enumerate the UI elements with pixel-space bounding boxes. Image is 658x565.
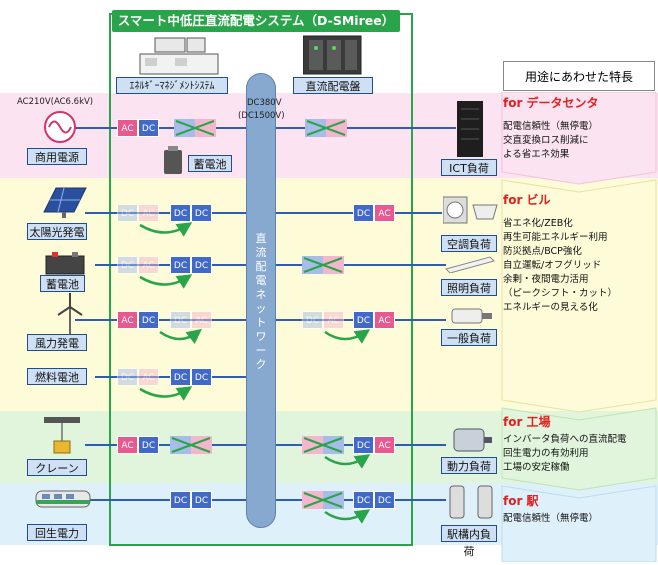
feature-building-head: for ビル <box>503 193 551 207</box>
feature-item: 省エネ化/ZEB化 <box>503 218 573 229</box>
feature-item: （ピークシフト・カット） <box>503 288 618 299</box>
feature-item: エネルギーの見える化 <box>503 302 598 313</box>
crane-icon <box>44 417 80 454</box>
line-row2-left <box>85 212 246 214</box>
feature-station-head: for 駅 <box>503 494 539 508</box>
converter-disabled-row6-3 <box>302 436 344 454</box>
feature-item: 防災拠点/BCP強化 <box>503 246 582 257</box>
converter-disabled-row7-2 <box>302 491 344 509</box>
motor-icon <box>453 428 492 452</box>
feature-item: 交直変換ロス削減に <box>503 135 589 146</box>
ticket-gate-icon <box>449 485 493 519</box>
wind-turbine-icon <box>57 293 83 335</box>
feature-item: 再生可能エネルギー利用 <box>503 232 608 243</box>
line-row1-left <box>75 127 246 129</box>
feature-item: 配電信頼性（無停電） <box>503 121 599 132</box>
security-camera-icon <box>451 308 492 324</box>
lighting-load-label: 照明負荷 <box>441 279 497 296</box>
power-load-label: 動力負荷 <box>441 457 497 474</box>
dc-panel-icon <box>303 35 362 75</box>
train-icon <box>35 490 91 508</box>
dc-panel-label: 直流配電盤 <box>293 77 373 94</box>
ac-voltage-label: AC210V(AC6.6kV) <box>17 97 94 107</box>
feature-factory: for 工場 インバータ負荷への直流配電 回生電力の有効利用 工場の安定稼働 <box>503 415 655 475</box>
dc-bus-label: 直流配電ネットワーク <box>255 232 267 371</box>
battery-icon <box>45 252 85 275</box>
wind-label: 風力発電 <box>27 334 87 351</box>
feature-item: インバータ負荷への直流配電 <box>503 434 627 445</box>
feature-item: 余剰・夜間電力活用 <box>503 274 589 285</box>
feature-station: for 駅 配電信頼性（無停電） <box>503 494 655 526</box>
battery-stack-icon <box>164 146 182 174</box>
feature-item: 自立運転/オフグリッド <box>503 260 602 271</box>
crane-label: クレーン <box>27 459 87 476</box>
feature-building: for ビル 省エネ化/ZEB化 再生可能エネルギー利用 防災拠点/BCP強化 … <box>503 193 655 315</box>
feature-datacenter: for データセンタ 配電信頼性（無停電） 交直変換ロス削減に よる省エネ効果 <box>503 96 655 162</box>
ict-load-label: ICT負荷 <box>441 159 497 176</box>
general-load-label: 一般負荷 <box>441 329 497 346</box>
ems-console-icon <box>139 37 219 75</box>
line-row3-right <box>276 264 446 266</box>
feature-item: 配電信頼性（無停電） <box>503 513 599 524</box>
dc-voltage-label: DC380V <box>247 98 282 108</box>
features-heading: 用途にあわせた特長 <box>503 61 655 91</box>
station-load-label: 駅構内負荷 <box>441 525 497 558</box>
dc-bus <box>246 73 276 528</box>
server-rack-icon <box>457 101 483 157</box>
line-row7-left <box>85 499 246 501</box>
feature-item: 回生電力の有効利用 <box>503 448 589 459</box>
converter-disabled-row6-2 <box>170 436 212 454</box>
air-conditioner-icon <box>443 196 498 224</box>
ceiling-light-icon <box>445 256 495 273</box>
commercial-power-icon <box>44 111 76 143</box>
commercial-power-label: 商用電源 <box>27 148 87 165</box>
system-title: スマート中低圧直流配電システム（D-SMiree） <box>112 10 400 32</box>
battery-mid-label: 蓄電池 <box>188 155 232 172</box>
ems-label: ｴﾈﾙｷﾞｰﾏﾈｼﾞﾒﾝﾄｼｽﾃﾑ <box>116 77 228 94</box>
feature-item: 工場の安定稼働 <box>503 462 570 473</box>
line-row1-right <box>276 127 456 129</box>
battery-label: 蓄電池 <box>40 275 85 292</box>
line-row6-left <box>85 444 246 446</box>
converter-disabled-row1-3 <box>305 119 347 137</box>
hvac-load-label: 空調負荷 <box>441 235 497 252</box>
fuelcell-label: 燃料電池 <box>27 368 87 385</box>
solar-label: 太陽光発電 <box>27 223 87 240</box>
feature-item: よる省エネ効果 <box>503 149 570 160</box>
solar-panel-icon <box>43 187 87 218</box>
feature-factory-head: for 工場 <box>503 415 551 429</box>
dc-voltage-label-2: (DC1500V) <box>238 111 285 121</box>
features-arrow-background <box>501 92 657 562</box>
converter-disabled-row3-3 <box>302 256 344 274</box>
feature-datacenter-head: for データセンタ <box>503 96 599 110</box>
line-row4-left <box>75 319 246 321</box>
converter-disabled-row1-2 <box>174 119 216 137</box>
regen-label: 回生電力 <box>27 524 87 541</box>
